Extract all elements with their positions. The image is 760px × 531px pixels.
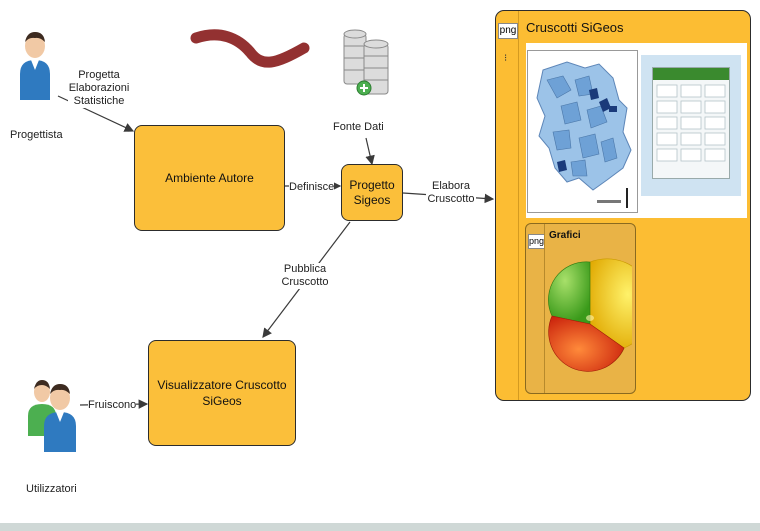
cruscotti-panel: png ⁝ Cruscotti SiGeos [495,10,751,401]
edge-fonte [365,137,375,166]
grafici-title: Grafici [549,230,581,241]
table-thumbnail [652,67,730,179]
ambiente-autore-node: Ambiente Autore [134,125,285,231]
edge-label-definisce: Definisce [289,181,335,194]
person-icon [20,32,50,100]
visualizzatore-label: Visualizzatore Cruscotto SiGeos [157,378,287,408]
edge-label-fruiscono: Fruiscono [88,399,137,412]
panel-divider [518,11,519,400]
database-icon [343,29,389,96]
grafici-png-tag: png [528,234,545,249]
scribble-mark [190,29,310,68]
grafici-panel: png Grafici [525,223,636,394]
png-tag: png [498,23,518,39]
map-thumbnail [527,50,638,213]
thumbnails-strip [526,43,747,218]
visualizzatore-node: Visualizzatore Cruscotto SiGeos [148,340,296,446]
edge-label-progetta: Progetta Elaborazioni Statistiche [68,69,130,108]
group-icon [28,380,76,452]
fonte-dati-label: Fonte Dati [333,121,384,133]
bottom-bar [0,523,760,531]
cruscotti-title: Cruscotti SiGeos [526,20,624,35]
ambiente-autore-label: Ambiente Autore [165,171,254,185]
utilizzatori-label: Utilizzatori [26,483,77,495]
edge-label-elabora: Elabora Cruscotto [426,180,476,206]
tree-icon: ⁝ [504,53,508,64]
edge-label-pubblica: Pubblica Cruscotto [279,263,331,289]
progettista-label: Progettista [10,129,63,141]
progetto-sigeos-node: Progetto Sigeos [341,164,403,221]
progetto-sigeos-label: Progetto Sigeos [349,177,395,207]
grafici-divider [544,224,545,393]
pie-chart-icon [548,258,632,372]
